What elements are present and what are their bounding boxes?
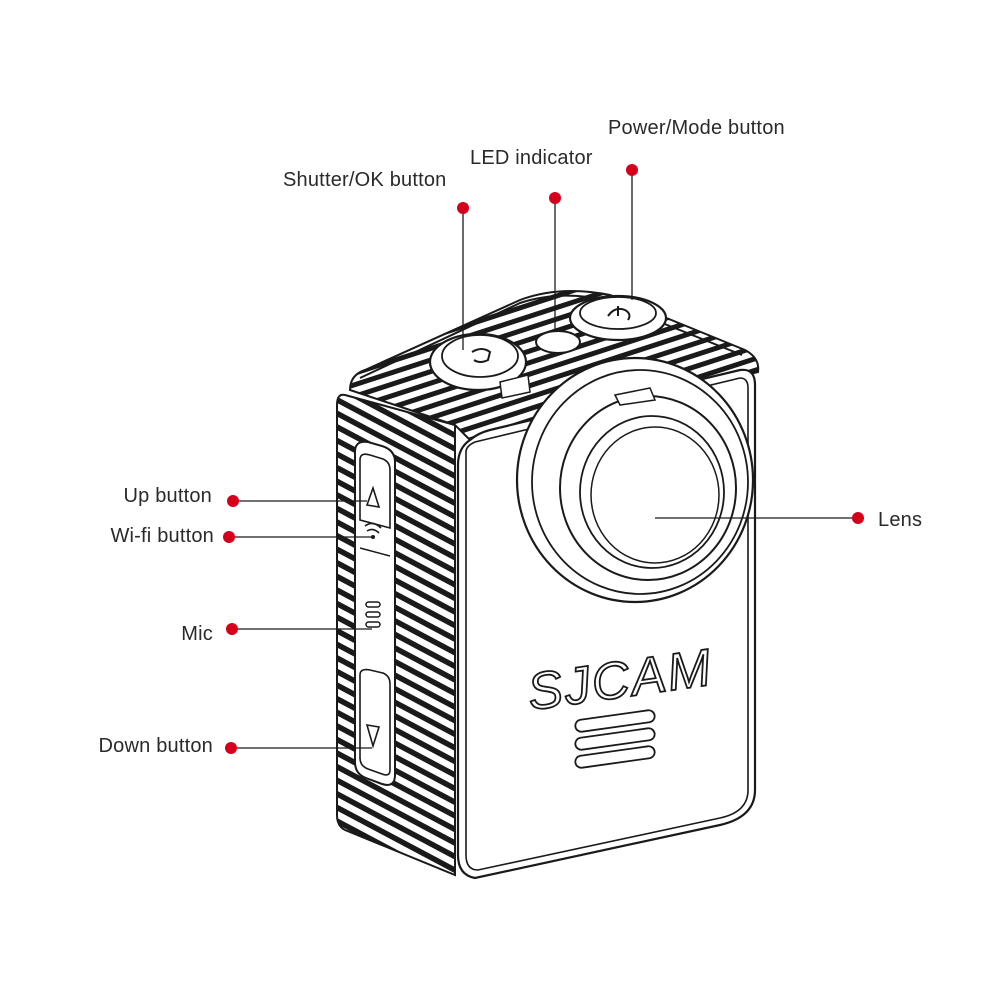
callout-dot-up [227,495,239,507]
label-wifi-button: Wi-fi button [110,525,214,547]
triangle-up-icon [365,485,381,509]
label-shutter-ok: Shutter/OK button [283,169,447,191]
mic-holes [365,601,381,628]
callout-dot-power [626,164,638,176]
callout-dot-mic [226,623,238,635]
label-lens: Lens [878,509,923,531]
callout-dot-lens [852,512,864,524]
wifi-icon [364,522,382,539]
shutter-button-drawing [428,332,528,392]
power-button-drawing [568,294,668,342]
triangle-down-icon [365,724,381,749]
callout-dots [223,164,864,754]
callout-dot-led [549,192,561,204]
label-up-button: Up button [123,485,212,507]
callout-dot-shutter [457,202,469,214]
callout-lines [229,170,858,749]
label-led-indicator: LED indicator [470,147,593,169]
speaker-slots [574,709,656,769]
lens-assembly [515,356,755,604]
power-icon [607,306,631,321]
label-mic: Mic [181,623,213,645]
led-indicator-drawing [535,330,581,354]
shutter-icon [471,348,492,363]
callout-dot-wifi [223,531,235,543]
label-down-button: Down button [98,735,213,757]
label-power-mode: Power/Mode button [608,117,785,139]
side-control-strip [354,440,396,786]
callout-dot-down [225,742,237,754]
